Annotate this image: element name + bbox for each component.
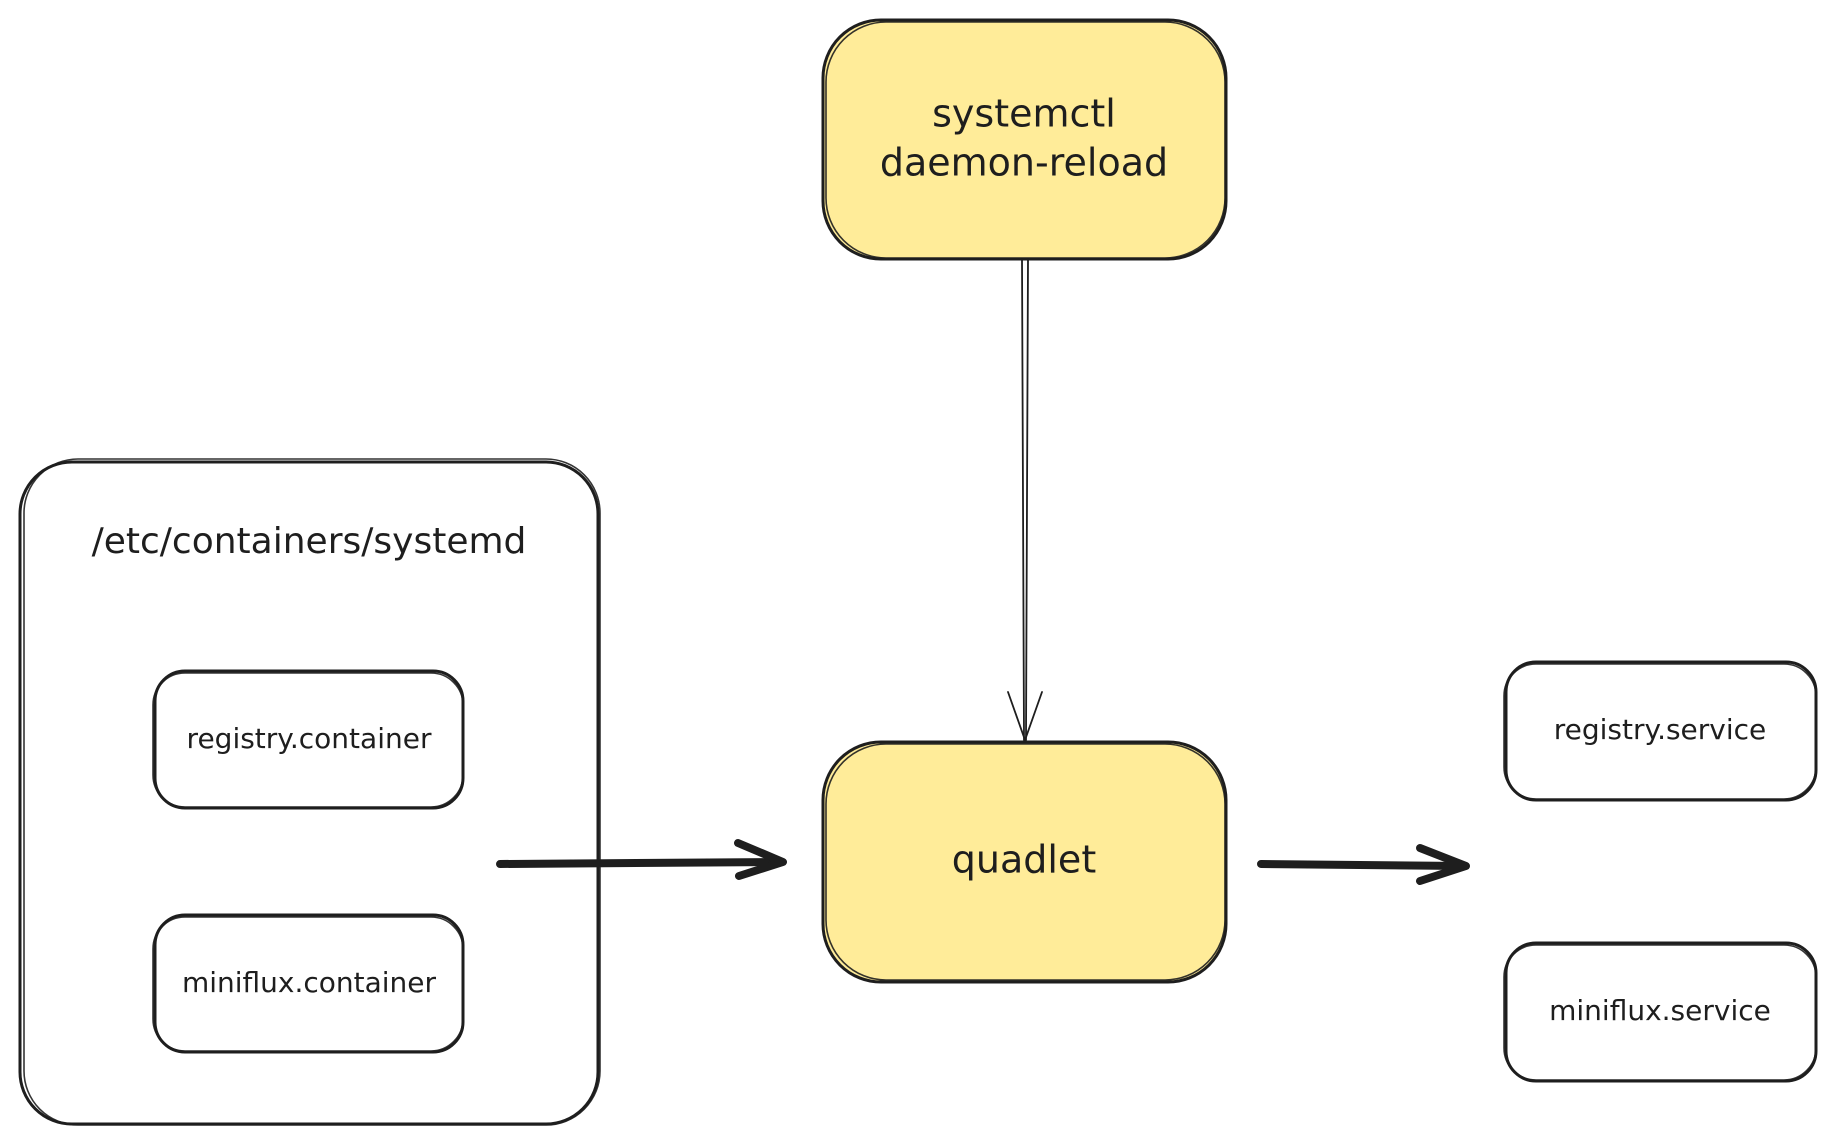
systemctl-box-sketch-line — [825, 21, 1226, 259]
arrow-directory-to-quadlet-shaft — [496, 858, 785, 868]
arrow-quadlet-to-services-head — [1416, 844, 1470, 885]
miniflux-service-node: miniflux.service — [1503, 941, 1818, 1083]
quadlet-node: quadlet — [821, 740, 1228, 984]
systemctl-node: systemctl daemon-reload — [821, 18, 1228, 261]
quadlet-label: quadlet — [952, 838, 1096, 882]
directory-box: /etc/containers/systemd — [18, 458, 601, 1126]
systemctl-label-line2: daemon-reload — [880, 141, 1168, 185]
registry-container-node: registry.container — [152, 669, 465, 810]
miniflux-container-label: miniflux.container — [182, 966, 437, 999]
miniflux-service-label: miniflux.service — [1549, 994, 1771, 1027]
arrow-quadlet-to-services — [1257, 844, 1470, 885]
arrow-systemctl-to-quadlet-shaft-b — [1025, 258, 1029, 741]
registry-service-label: registry.service — [1554, 713, 1767, 746]
miniflux-container-node: miniflux.container — [152, 913, 465, 1054]
miniflux-service-sketch-line — [1503, 944, 1817, 1081]
directory-box-sketch-line — [23, 458, 601, 1126]
quadlet-box — [821, 740, 1228, 984]
miniflux-container-sketch-line — [152, 916, 464, 1052]
registry-container-sketch-line — [152, 672, 464, 808]
arrow-directory-to-quadlet-head — [734, 839, 787, 880]
registry-container-label: registry.container — [187, 722, 432, 755]
arrow-systemctl-to-quadlet-shaft-a — [1021, 258, 1025, 741]
quadlet-box-sketch-line — [825, 743, 1226, 981]
directory-box-outline — [18, 460, 600, 1126]
registry-service-node: registry.service — [1503, 660, 1818, 802]
registry-service-sketch-line — [1503, 663, 1817, 800]
directory-label: /etc/containers/systemd — [92, 521, 527, 562]
arrow-directory-to-quadlet — [496, 839, 787, 880]
systemctl-box — [821, 18, 1228, 261]
arrow-systemctl-to-quadlet-head — [1007, 691, 1043, 743]
systemctl-label-line1: systemctl — [932, 92, 1116, 136]
arrow-quadlet-to-services-shaft — [1257, 860, 1469, 870]
arrow-systemctl-to-quadlet — [1007, 258, 1043, 743]
